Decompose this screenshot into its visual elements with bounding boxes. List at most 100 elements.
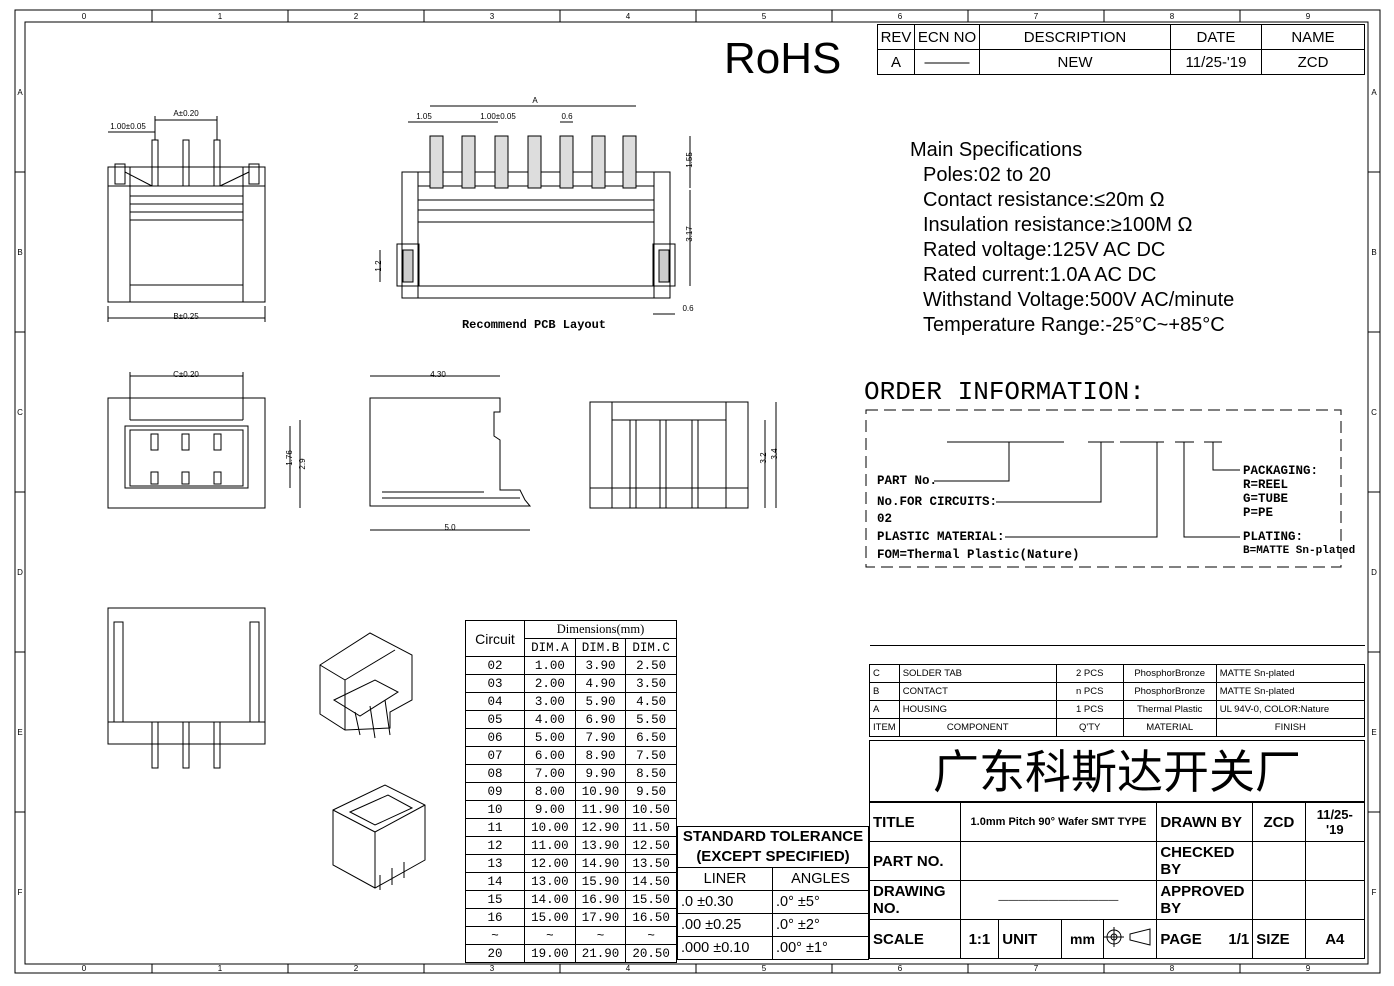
bom-qty-header: Q'TY [1055, 718, 1124, 737]
row-label: F [1372, 888, 1377, 897]
dim-cell: 14.90 [574, 854, 627, 873]
size-value: A4 [1304, 919, 1366, 959]
description-value: NEW [979, 49, 1171, 75]
circuit-cell: 12 [465, 836, 525, 855]
dim-cell: 4.00 [524, 710, 576, 729]
circuit-cell: 20 [465, 944, 525, 963]
order-circuits-value: 02 [877, 512, 893, 526]
dim-label: 3.4 [770, 448, 779, 460]
dim-cell: 13.90 [574, 836, 627, 855]
dim-cell: 12.50 [625, 836, 677, 855]
pcb-layout [379, 105, 691, 315]
dim-cell: 19.00 [524, 944, 576, 963]
rev-value: A [877, 49, 915, 75]
dim-cell: 21.90 [574, 944, 627, 963]
col-label: 6 [898, 964, 903, 973]
col-label: 2 [354, 12, 359, 21]
spec-item: Contact resistance:≤20m Ω [923, 189, 1165, 211]
dim-cell: 7.00 [524, 764, 576, 783]
liner-value: .00 ±0.25 [677, 913, 773, 937]
col-label: 1 [218, 12, 223, 21]
circuit-cell: 06 [465, 728, 525, 747]
dim-cell: 3.50 [625, 674, 677, 693]
order-material: PLASTIC MATERIAL: [877, 530, 1005, 544]
col-label: 5 [762, 12, 767, 21]
order-pack-reel: R=REEL [1243, 478, 1289, 492]
bom-item: A [869, 700, 900, 719]
bom-material: PhosphorBronze [1122, 682, 1217, 701]
dim-cell: 12.90 [574, 818, 627, 837]
row-label: F [18, 888, 23, 897]
dim-cell: ~ [524, 926, 576, 945]
angle-value: .0° ±2° [772, 913, 869, 937]
circuit-cell: 11 [465, 818, 525, 837]
bom-finish: UL 94V-0, COLOR:Nature [1215, 700, 1366, 719]
dim-cell: 4.90 [574, 674, 627, 693]
dim-label: 5.0 [444, 523, 456, 532]
dim-label: 0.6 [682, 304, 694, 313]
date-header: DATE [1170, 24, 1262, 50]
col-label: 2 [354, 964, 359, 973]
drawing-no-value: ———————————— [959, 880, 1158, 920]
dim-cell: 13.50 [625, 854, 677, 873]
dim-cell: 5.50 [625, 710, 677, 729]
dim-cell: 15.50 [625, 890, 677, 909]
row-label: C [17, 408, 23, 417]
description-header: DESCRIPTION [979, 24, 1171, 50]
specs-title: Main Specifications [910, 139, 1083, 161]
dim-label: 4.30 [430, 370, 446, 379]
dim-c-header: DIM.C [625, 638, 677, 657]
bom-item: C [869, 664, 900, 683]
company-name: 广东科斯达开关厂 [869, 740, 1365, 802]
bom-finish: MATTE Sn-plated [1215, 682, 1366, 701]
approved-by-label: APPROVED BY [1156, 880, 1254, 920]
dim-cell: 2.00 [524, 674, 576, 693]
order-material-value: FOM=Thermal Plastic(Nature) [877, 548, 1080, 562]
date-value: 11/25-'19 [1170, 49, 1262, 75]
dim-cell: 17.90 [574, 908, 627, 927]
dim-cell: 5.90 [574, 692, 627, 711]
row-label: E [17, 728, 22, 737]
dim-cell: 10.00 [524, 818, 576, 837]
dim-label: 3.17 [685, 226, 694, 242]
dim-cell: 8.90 [574, 746, 627, 765]
dim-cell: 16.90 [574, 890, 627, 909]
bom-qty: n PCS [1055, 682, 1124, 701]
dim-cell: 20.50 [625, 944, 677, 963]
col-label: 9 [1306, 12, 1311, 21]
dim-label: 2.9 [298, 458, 307, 470]
rohs-label: RoHS [724, 34, 842, 83]
dim-cell: 6.90 [574, 710, 627, 729]
dim-label: A±0.20 [173, 109, 199, 118]
dim-cell: 11.90 [574, 800, 627, 819]
order-packaging: PACKAGING: [1243, 464, 1319, 478]
tolerance-subtitle: (EXCEPT SPECIFIED) [677, 847, 869, 868]
dim-cell: 14.00 [524, 890, 576, 909]
front-view [107, 372, 301, 509]
dim-label: 1.55 [685, 152, 694, 168]
col-label: 0 [82, 964, 87, 973]
circuit-cell: 07 [465, 746, 525, 765]
dim-cell: 3.00 [524, 692, 576, 711]
bottom-view [107, 607, 266, 769]
bom-component-header: COMPONENT [898, 718, 1057, 737]
projection-symbol [1103, 919, 1158, 959]
part-no-label: PART NO. [869, 841, 961, 881]
bom-finish-header: FINISH [1215, 718, 1366, 737]
order-plating: PLATING: [1243, 530, 1304, 544]
dim-cell: 4.50 [625, 692, 677, 711]
order-plating-value: B=MATTE Sn-plated [1243, 545, 1356, 557]
revision-table: REV ECN NO DESCRIPTION DATE NAME A ——— N… [877, 24, 1365, 75]
dimensions-table: Circuit Dimensions(mm) DIM.A DIM.B DIM.C… [465, 620, 677, 963]
dim-cell: 9.50 [625, 782, 677, 801]
col-label: 9 [1306, 964, 1311, 973]
dim-b-header: DIM.B [574, 638, 627, 657]
